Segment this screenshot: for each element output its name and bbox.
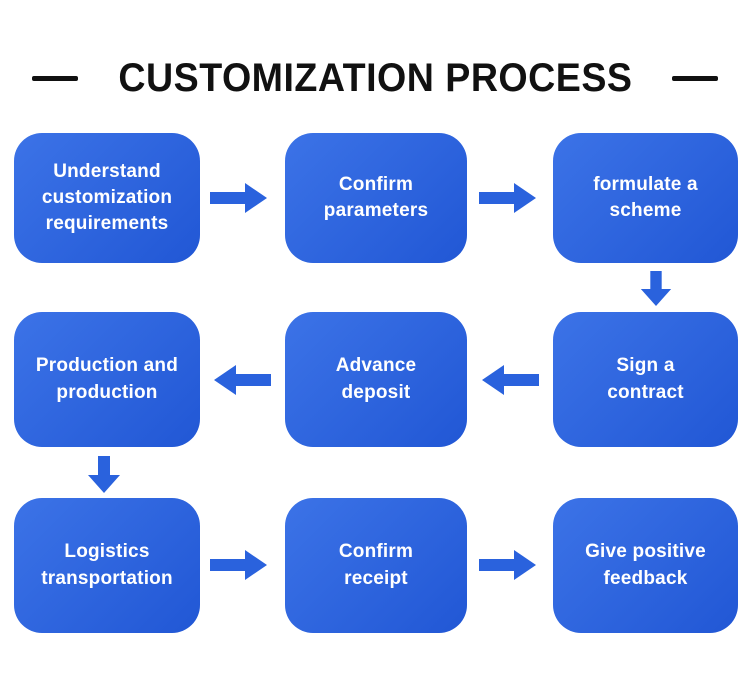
step-label: Production and production [35,355,179,403]
arrow-down-icon [639,271,673,307]
step-box-logistics: Logistics transportation [14,498,200,633]
arrow-left-icon [213,363,271,397]
arrow-down-icon [87,456,121,494]
step-box-advance-deposit: Advance deposit [285,312,467,447]
step-label: Give positive feedback [585,541,706,589]
step-label: Sign a contract [607,355,684,403]
step-label: formulate a scheme [593,173,698,221]
step-label: Confirm receipt [338,541,414,589]
arrow-right-icon [210,181,268,215]
arrow-right-icon [479,548,537,582]
page-title: CUSTOMIZATION PROCESS [0,52,750,104]
title-text: CUSTOMIZATION PROCESS [117,55,633,100]
title-dash-right [672,75,719,81]
step-box-production: Production and production [14,312,200,447]
arrow-right-icon [479,181,537,215]
step-box-formulate-scheme: formulate a scheme [553,133,738,263]
step-label: Advance deposit [335,355,417,403]
step-box-sign-contract: Sign a contract [553,312,738,447]
step-box-feedback: Give positive feedback [553,498,738,633]
step-box-confirm-receipt: Confirm receipt [285,498,467,633]
step-label: Confirm parameters [323,173,429,221]
step-label: Understand customization requirements [41,160,173,235]
step-label: Logistics transportation [41,541,173,589]
arrow-left-icon [481,363,539,397]
title-dash-left [31,75,78,81]
step-box-understand-requirements: Understand customization requirements [14,133,200,263]
arrow-right-icon [210,548,268,582]
step-box-confirm-parameters: Confirm parameters [285,133,467,263]
